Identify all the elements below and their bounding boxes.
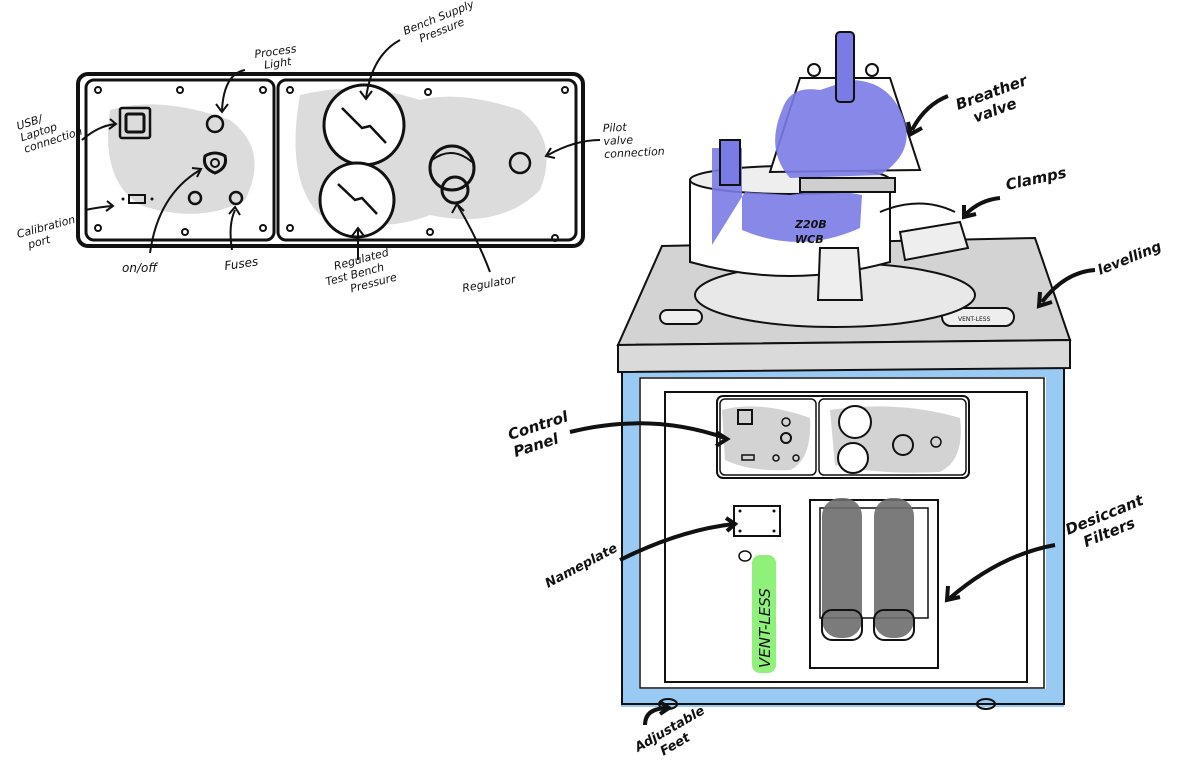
pilot-label-3: connection [604,145,665,161]
regulated-pressure-gauge [318,161,396,239]
svg-text:Pilot valve connec: Pilot valve connection [602,119,665,161]
screw-holes [94,86,569,242]
svg-text:Calibration port: Calibration port [15,212,83,254]
pilot-label-1: Pilot [602,121,627,135]
brand-text: VENT-LESS [756,588,774,668]
control-panel-detail: USB/ Laptop connection Process Light Ben… [15,0,665,301]
process-light-label-2: Light [263,55,293,72]
slot-tag: VENT-LESS [958,316,991,323]
clamps [816,202,970,301]
onoff-label: on/off [122,261,158,275]
process-light [205,114,225,134]
svg-text:Regulated Test Bench: Regulated Test Bench Pressure [321,245,400,301]
svg-text:Adjustable Feet: Adjustable Feet [632,701,720,770]
nameplate [733,505,781,537]
svg-text:USB/ Laptop connec: USB/ Laptop connection [15,102,84,156]
pilot-valve-connection [508,151,532,175]
clamps-label: Clamps [1004,163,1068,193]
valve-tag-2: WCB [795,233,824,246]
desiccant-filters [809,498,939,669]
process-light-label-1: Process [254,42,298,61]
on-off-switch [203,151,227,175]
calibration-port [121,194,154,204]
regulator-knob [428,144,476,205]
fuses-label: Fuses [223,254,259,273]
pilot-label-2: valve [603,133,633,148]
valve-tag-1: Z20B [794,218,827,231]
svg-text:Bench Supply Pressure: Bench Supply Pressure [401,0,484,50]
small-control-panel [716,395,970,479]
regulator-label: Regulator [461,273,518,295]
calibration-label-2: port [26,233,53,252]
svg-text:Control Panel: Control Panel [506,406,581,461]
levelling-label: levelling [1096,239,1164,279]
nameplate-label: Nameplate [543,541,620,592]
svg-text:Breather valve: Breather valve [953,70,1040,131]
foot-right [976,698,996,710]
svg-text:Process Light: Process Light [254,42,303,73]
svg-text:Desiccant Filters: Desiccant Filters [1063,489,1158,555]
breather-valve [768,31,922,193]
brand-logo: VENT-LESS [738,550,776,673]
fuse-1 [187,190,203,206]
fuse-2 [228,190,244,206]
usb-port [118,106,152,140]
